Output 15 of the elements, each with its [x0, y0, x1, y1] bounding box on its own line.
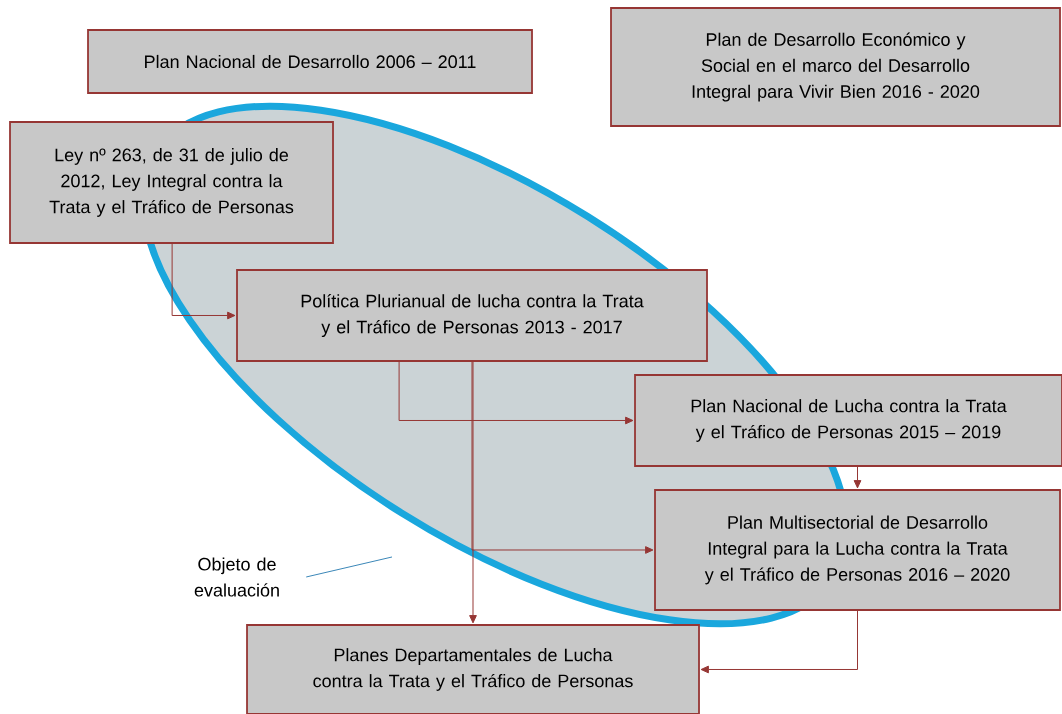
text-box: Política Plurianual de lucha contra la Trata y el Tráfico de Personas 2013 - 2017 [236, 269, 708, 362]
text-box: Ley nº 263, de 31 de julio de 2012, Ley Integral contra la Trata y el Tráfico de Personas [9, 121, 334, 244]
arrow [171, 243, 236, 320]
text-box: Plan Nacional de Lucha contra la Trata y el Tráfico de Personas 2015 – 2019 [634, 374, 1062, 467]
arrow [398, 361, 634, 425]
callout-text: Objeto de evaluación [194, 557, 279, 597]
arrow [471, 361, 654, 554]
arrow [853, 466, 862, 489]
leader-line [305, 556, 393, 578]
text-box: Plan Multisectorial de Desarrollo Integral para la Lucha contra la Trata y el Tráfico de Personas 2016 – 2020 [654, 489, 1061, 611]
text-box: Plan Nacional de Desarrollo 2006 – 2011 [87, 29, 533, 94]
arrow [700, 610, 858, 674]
text-box: Planes Departamentales de Lucha contra la Trata y el Tráfico de Personas [246, 624, 700, 714]
text-box: Plan de Desarrollo Económico y Social en el marco del Desarrollo Integral para Vivir Bien 2016 - 2020 [610, 7, 1061, 127]
arrow [469, 361, 477, 624]
